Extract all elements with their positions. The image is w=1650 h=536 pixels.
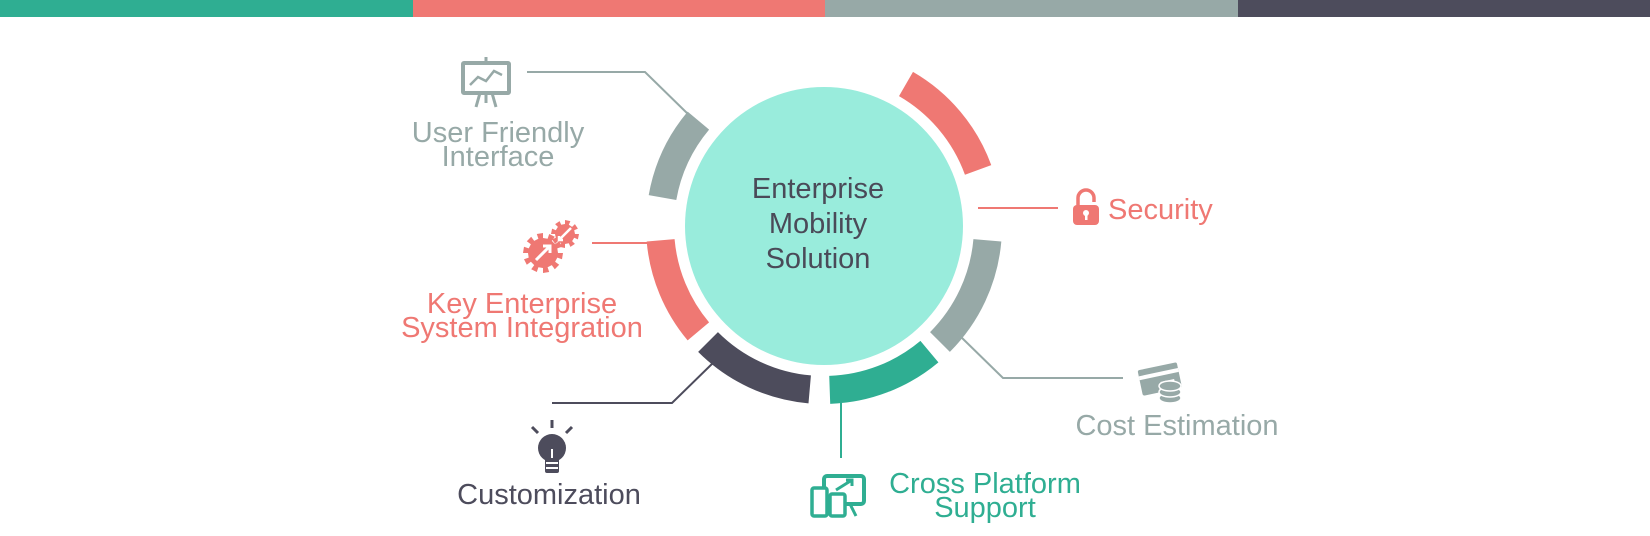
arc-cost-estimation: [930, 239, 1002, 352]
connector-customization: [552, 359, 717, 404]
center-title-line-1: Enterprise: [751, 173, 885, 205]
arc-cross-platform: [829, 340, 939, 404]
center-circle: [685, 87, 963, 365]
label-customization-line-1: Customization: [457, 479, 641, 511]
presentation-board-icon: [461, 57, 511, 108]
label-key-enterprise-integration: Key Enterprise System Integration: [383, 288, 661, 344]
devices-icon: [810, 474, 866, 518]
label-user-friendly-line-2: Interface: [441, 141, 555, 173]
label-user-friendly-line-1: User Friendly: [411, 117, 585, 149]
connector-cost: [959, 335, 1123, 379]
arc-user-friendly: [648, 111, 710, 200]
label-cross-platform-support: Cross Platform Support: [874, 468, 1096, 524]
label-cross-platform-line-1: Cross Platform: [889, 468, 1081, 500]
arc-security: [899, 71, 992, 175]
center-title: Enterprise Mobility Solution: [723, 172, 913, 277]
label-security: Security: [1108, 194, 1213, 226]
center-title-line-2: Mobility: [768, 208, 868, 240]
connector-user-friendly: [527, 71, 691, 117]
label-customization: Customization: [438, 479, 660, 511]
top-bar-segment-dark: [1237, 0, 1650, 17]
label-integration-line-2: System Integration: [401, 312, 643, 344]
gears-icon: [523, 220, 579, 273]
label-user-friendly-interface: User Friendly Interface: [398, 117, 598, 173]
center-title-line-3: Solution: [765, 243, 871, 275]
top-bar-segment-coral: [412, 0, 825, 17]
arc-customization: [698, 332, 811, 404]
top-color-bar: [0, 0, 1650, 17]
padlock-icon: [1073, 188, 1099, 225]
label-cost-line-1: Cost Estimation: [1075, 410, 1279, 442]
label-integration-line-1: Key Enterprise: [426, 288, 618, 320]
label-cross-platform-line-2: Support: [934, 492, 1036, 524]
arc-integration: [646, 239, 710, 341]
credit-card-coins-icon: [1137, 362, 1182, 404]
lightbulb-icon: [530, 420, 574, 473]
top-bar-segment-teal: [0, 0, 413, 17]
label-security-line-1: Security: [1108, 194, 1213, 226]
top-bar-segment-gray: [825, 0, 1238, 17]
label-cost-estimation: Cost Estimation: [1055, 410, 1299, 442]
